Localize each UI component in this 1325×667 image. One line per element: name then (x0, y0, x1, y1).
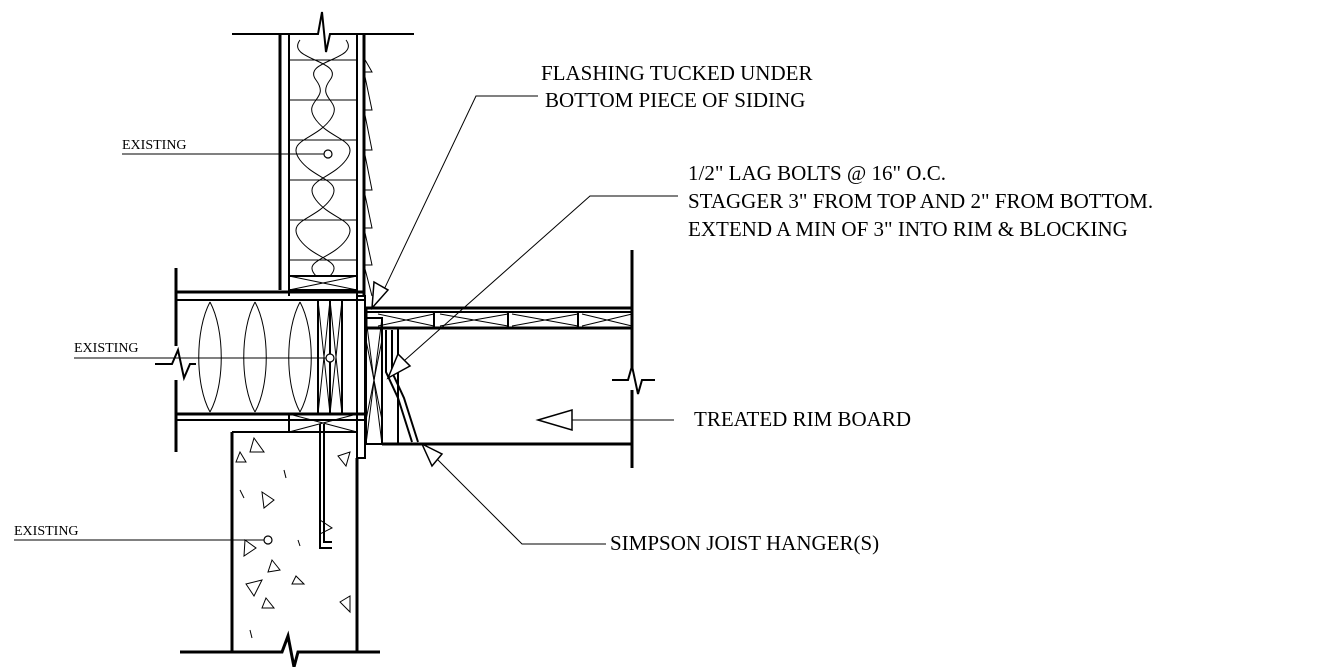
joist-hanger-arrowhead (420, 442, 444, 468)
lag-bolt-label-line3: EXTEND A MIN OF 3" INTO RIM & BLOCKING (688, 217, 1128, 241)
existing-foundation-marker (263, 535, 273, 545)
leader-lines (14, 95, 678, 545)
existing-foundation (180, 424, 380, 667)
existing-wall (232, 11, 414, 297)
lag-bolt-arrowhead (386, 352, 412, 380)
rim-board-label: TREATED RIM BOARD (694, 407, 911, 431)
ledger-board (356, 295, 383, 459)
callout-labels: EXISTING EXISTING EXISTING FLASHING TUCK… (14, 61, 1153, 555)
existing-foundation-label: EXISTING (14, 524, 79, 539)
flashing-arrowhead (371, 280, 390, 311)
lag-bolt-label-line2: STAGGER 3" FROM TOP AND 2" FROM BOTTOM. (688, 189, 1153, 213)
rim-board-arrowhead (535, 408, 573, 432)
existing-wall-marker (323, 149, 333, 159)
existing-floor-label: EXISTING (74, 341, 139, 356)
flashing-label-line1: FLASHING TUCKED UNDER (541, 61, 812, 85)
lag-bolt-label-line1: 1/2" LAG BOLTS @ 16" O.C. (688, 161, 946, 185)
flashing-label-line2: BOTTOM PIECE OF SIDING (545, 88, 805, 112)
existing-wall-label: EXISTING (122, 138, 187, 153)
joist-hanger-label: SIMPSON JOIST HANGER(S) (610, 531, 879, 555)
deck-framing (364, 250, 655, 468)
existing-floor-marker (325, 353, 335, 363)
